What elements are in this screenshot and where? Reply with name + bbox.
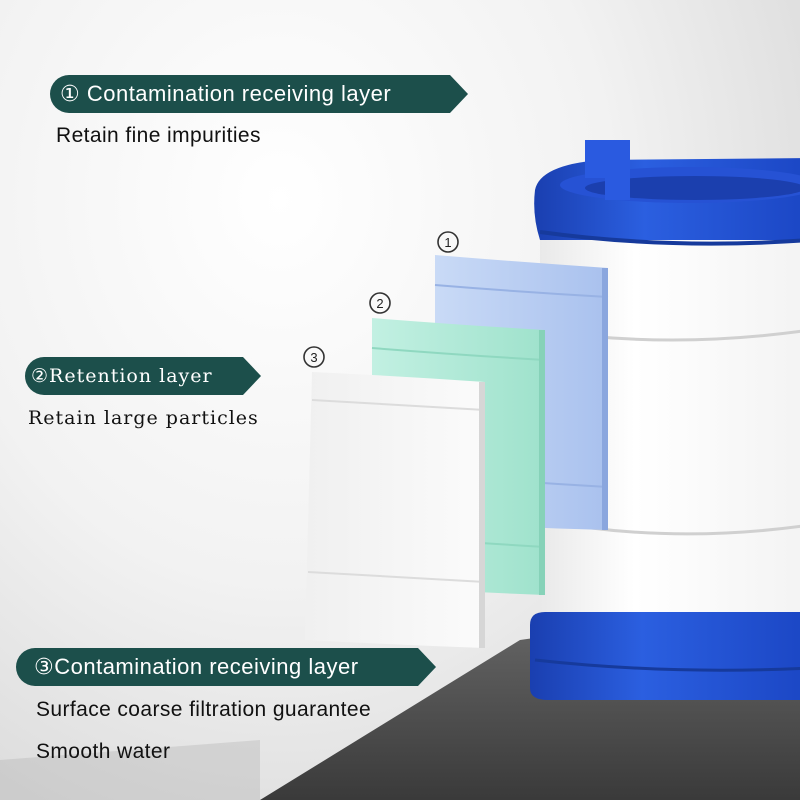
layer-2-description: Retain large particles xyxy=(28,407,259,429)
sheet-number-2: 2 xyxy=(376,296,383,311)
layer-1-tag: ① Contamination receiving layer xyxy=(50,75,468,113)
sheet-number-1: 1 xyxy=(444,235,451,250)
layer-1-description: Retain fine impurities xyxy=(56,124,261,147)
layer-2-title: ②Retention layer xyxy=(31,365,213,387)
sheet-number-badge-3: 3 xyxy=(303,346,325,368)
filter-sheet-3 xyxy=(305,372,486,648)
layer-3-title: ③Contamination receiving layer xyxy=(34,654,359,679)
sheet-number-3: 3 xyxy=(310,350,317,365)
layer-3-tag: ③Contamination receiving layer xyxy=(16,648,436,686)
floor-shadow xyxy=(0,740,260,800)
layer-2-tag: ②Retention layer xyxy=(25,357,261,395)
layer-1-title: ① Contamination receiving layer xyxy=(60,81,392,106)
layer-3-description-line-1: Surface coarse filtration guarantee xyxy=(36,698,372,721)
sheet-number-badge-1: 1 xyxy=(437,231,459,253)
layer-3-description-line-2: Smooth water xyxy=(36,740,171,763)
sheet-number-badge-2: 2 xyxy=(369,292,391,314)
cartridge-bottom-cap xyxy=(530,612,800,700)
cartridge-top-tab xyxy=(585,140,630,200)
